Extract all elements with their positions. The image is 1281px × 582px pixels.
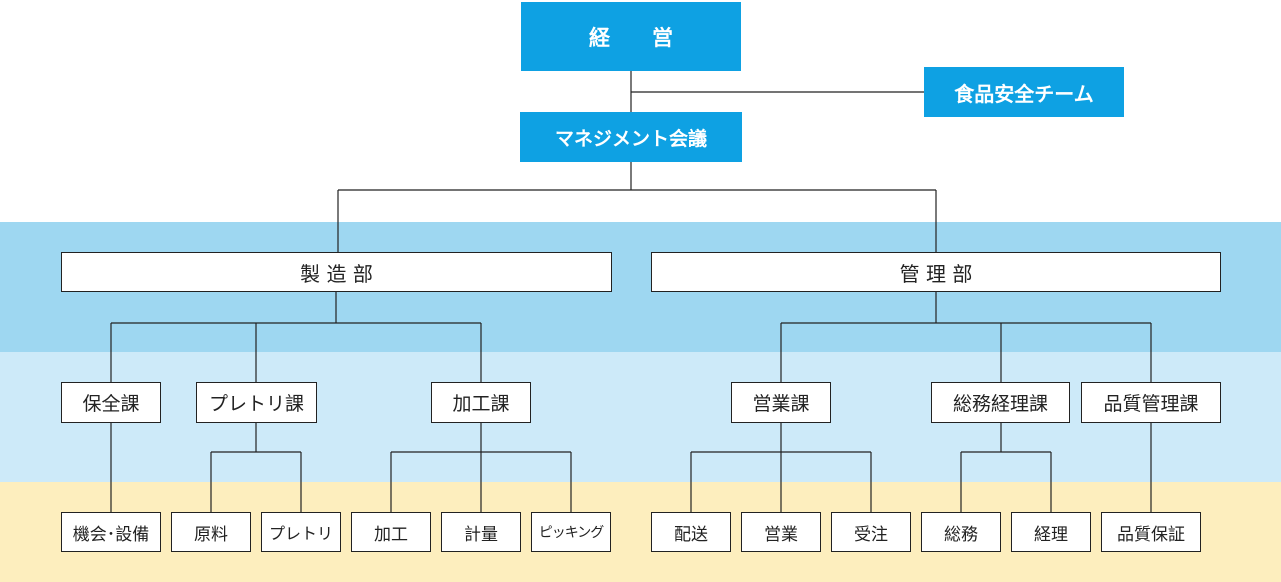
preletri-section-box: プレトリ課 <box>196 382 317 423</box>
weighing-unit-box: 計量 <box>441 512 521 552</box>
general-accounting-section-box: 総務経理課 <box>931 382 1070 423</box>
quality-assurance-unit-box: 品質保証 <box>1101 512 1201 552</box>
sales-unit-box: 営業 <box>741 512 821 552</box>
orders-unit-box: 受注 <box>831 512 911 552</box>
processing-unit-box: 加工 <box>351 512 431 552</box>
raw-materials-unit-box: 原料 <box>171 512 251 552</box>
maintenance-section-box: 保全課 <box>61 382 161 423</box>
accounting-unit-box: 経理 <box>1011 512 1091 552</box>
sales-section-box: 営業課 <box>731 382 831 423</box>
picking-unit-box: ピッキング <box>531 512 611 552</box>
management-box: 経 営 <box>521 2 741 71</box>
administration-department-box: 管 理 部 <box>651 252 1221 292</box>
management-meeting-box: マネジメント会議 <box>520 112 742 162</box>
food-safety-team-box: 食品安全チーム <box>924 67 1124 117</box>
manufacturing-department-box: 製 造 部 <box>61 252 612 292</box>
delivery-unit-box: 配送 <box>651 512 731 552</box>
processing-section-box: 加工課 <box>431 382 531 423</box>
preletri-unit-box: プレトリ <box>261 512 341 552</box>
equipment-unit-box: 機会･設備 <box>61 512 161 552</box>
quality-control-section-box: 品質管理課 <box>1081 382 1221 423</box>
general-affairs-unit-box: 総務 <box>921 512 1001 552</box>
